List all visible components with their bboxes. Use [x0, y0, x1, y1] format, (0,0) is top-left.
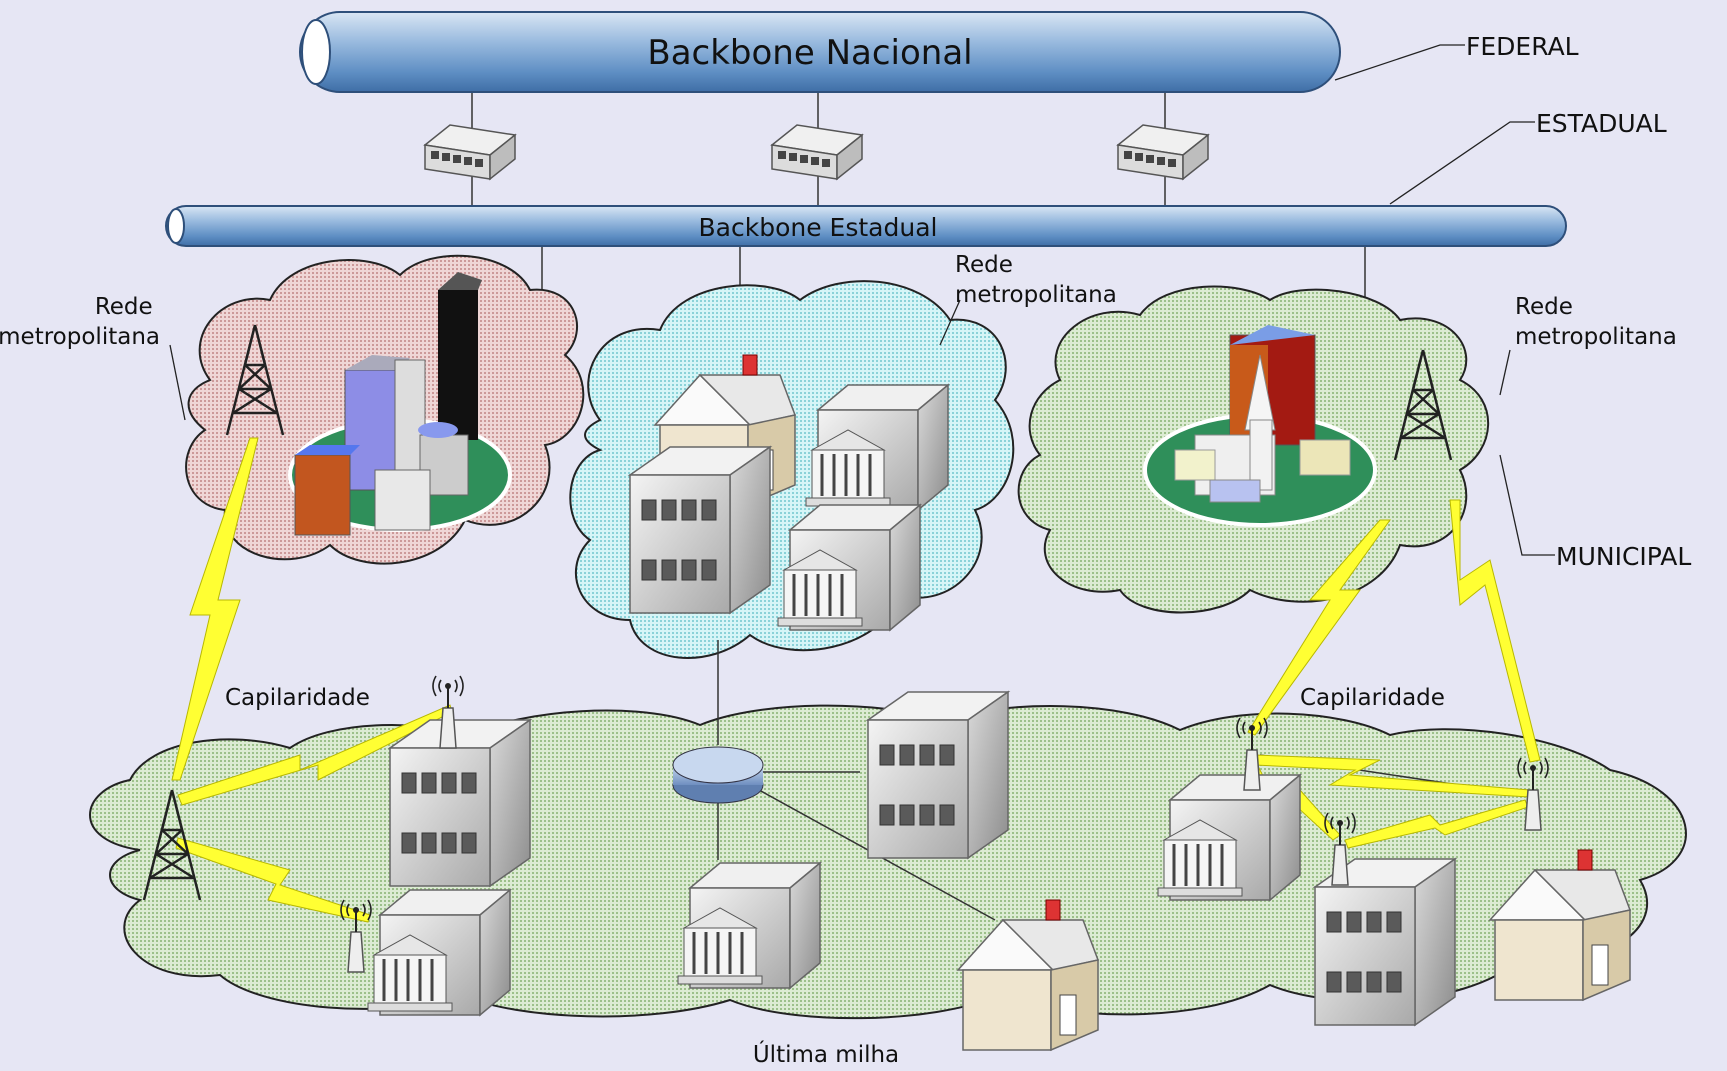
- switch-icon: [771, 124, 863, 180]
- hub-icon: [672, 746, 764, 804]
- bank-building-icon: [676, 861, 822, 990]
- level-municipal-label: MUNICIPAL: [1556, 542, 1691, 571]
- switch-icon: [1117, 124, 1209, 180]
- metro-leaders: [169, 299, 1511, 421]
- bank-building-icon: [1156, 773, 1302, 902]
- switch-icon: [424, 124, 516, 180]
- metro-right-label: Rede metropolitana: [1515, 294, 1677, 350]
- level-state-label: ESTADUAL: [1536, 109, 1667, 138]
- capillarity-right-label: Capilaridade: [1300, 685, 1445, 711]
- backbone-state-pipe: Backbone Estadual: [165, 205, 1567, 247]
- bank-building-icon: [366, 888, 512, 1017]
- level-federal-label: FEDERAL: [1466, 32, 1579, 61]
- office-building-icon: [389, 719, 531, 887]
- town-church-icon: [1143, 325, 1377, 527]
- city-skyline-icon: [288, 272, 512, 536]
- backbone-national-pipe: Backbone Nacional: [299, 11, 1341, 93]
- bank-building-icon: [776, 503, 922, 632]
- bank-building-icon: [804, 383, 950, 512]
- last-mile-label: Última milha: [753, 1040, 899, 1068]
- metro-left-label: Rede metropolitana: [0, 294, 160, 350]
- backbone-state-label: Backbone Estadual: [699, 213, 938, 242]
- level-leaders: [1334, 44, 1555, 556]
- metro-center-label: Rede metropolitana: [955, 252, 1117, 308]
- office-building-icon: [629, 446, 771, 614]
- backbone-national-label: Backbone Nacional: [647, 33, 972, 73]
- capillarity-left-label: Capilaridade: [225, 685, 370, 711]
- office-building-icon: [867, 691, 1009, 859]
